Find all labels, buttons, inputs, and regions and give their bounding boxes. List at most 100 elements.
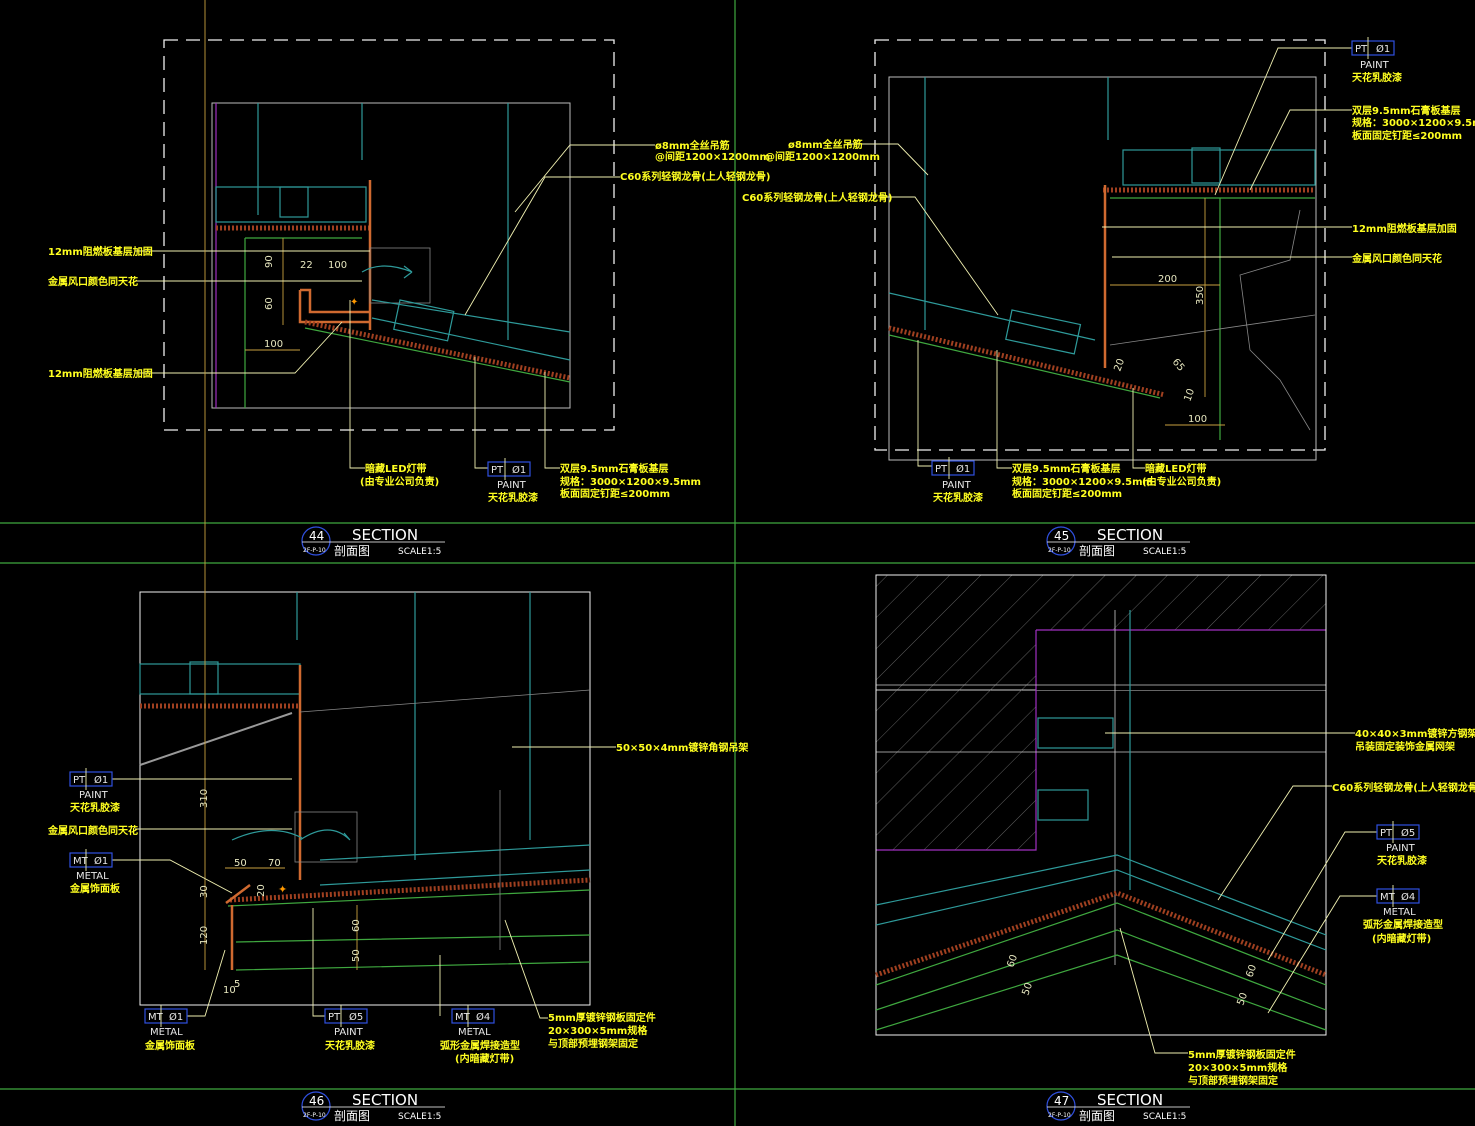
svg-text:天花乳胶漆: 天花乳胶漆 xyxy=(325,1039,375,1052)
annotation-text: 50×50×4mm镀锌角钢吊架 xyxy=(616,741,748,754)
detail-frame xyxy=(875,574,1327,1036)
material-tag-pt01: PT Ø1 PAINT 天花乳胶漆 xyxy=(487,458,538,504)
svg-text:Ø1: Ø1 xyxy=(94,774,108,786)
svg-text:44: 44 xyxy=(309,529,324,543)
material-tag-pt05: PT Ø5 PAINT 天花乳胶漆 xyxy=(324,1005,375,1052)
section-44: ✦ 90 22 100 60 100 ø8mm全丝吊筋 @间距1200×1200… xyxy=(47,39,770,558)
dimension-text: 100 xyxy=(264,339,283,350)
section-45: 200 350 65 20 10 100 双层9.5mm石膏板基层 规格：300… xyxy=(742,37,1475,558)
annotation-text: 暗藏LED灯带 xyxy=(365,462,427,475)
svg-text:SECTION: SECTION xyxy=(352,526,418,544)
svg-text:Ø1: Ø1 xyxy=(512,464,526,476)
svg-text:Ø5: Ø5 xyxy=(1401,827,1415,839)
annotation-text: 板面固定钉距≤200mm xyxy=(1012,487,1122,500)
detail-frame xyxy=(874,39,1326,451)
detail-frame xyxy=(139,591,591,1006)
annotation-text: 20×300×5mm规格 xyxy=(548,1024,648,1037)
dimension-text: 50 xyxy=(234,858,247,869)
svg-text:METAL: METAL xyxy=(1383,907,1416,918)
annotation-text: 金属风口颜色同天花 xyxy=(47,824,138,837)
dimension-text: 5 xyxy=(234,979,240,990)
annotation-text: 12mm阻燃板基层加固 xyxy=(48,367,153,380)
svg-text:PAINT: PAINT xyxy=(1360,60,1390,71)
svg-text:MT: MT xyxy=(1380,892,1396,903)
svg-text:PT: PT xyxy=(328,1012,341,1023)
svg-text:✦: ✦ xyxy=(278,883,287,896)
dimension-text: 200 xyxy=(1158,274,1177,285)
annotation-text: ø8mm全丝吊筋 xyxy=(655,139,730,152)
material-tag-mt01: MT Ø1 METAL 金属饰面板 xyxy=(69,849,121,895)
svg-text:Ø4: Ø4 xyxy=(476,1011,490,1023)
svg-text:剖面图: 剖面图 xyxy=(334,1109,370,1123)
annotation-text: 5mm厚镀锌钢板固定件 xyxy=(1188,1048,1296,1061)
detail-title-block: 46 2F-P-10 SECTION 剖面图 SCALE1:5 xyxy=(301,1091,445,1123)
annotation-text: 双层9.5mm石膏板基层 xyxy=(1352,104,1461,117)
svg-text:天花乳胶漆: 天花乳胶漆 xyxy=(1377,854,1427,867)
svg-text:(内暗藏灯带): (内暗藏灯带) xyxy=(455,1052,514,1065)
annotation-text: 12mm阻燃板基层加固 xyxy=(1352,222,1457,235)
dimension-text: 100 xyxy=(1188,414,1207,425)
svg-text:2F-P-10: 2F-P-10 xyxy=(1048,1112,1071,1119)
detail-title-block: 45 2F-P-10 SECTION 剖面图 SCALE1:5 xyxy=(1046,526,1190,558)
dimension-text: 90 xyxy=(264,255,275,268)
dimension-text: 60 xyxy=(1005,953,1020,969)
annotation-text: 与顶部预埋钢架固定 xyxy=(548,1037,638,1050)
material-tag-pt05: PT Ø5 PAINT 天花乳胶漆 xyxy=(1376,821,1427,867)
section-46: ✦ 310 50 70 30 20 120 60 50 10 5 金属风口颜色同… xyxy=(47,0,748,1123)
svg-text:Ø1: Ø1 xyxy=(1376,43,1390,55)
dimension-text: 50 xyxy=(351,949,362,962)
svg-text:金属饰面板: 金属饰面板 xyxy=(144,1039,196,1052)
svg-text:Ø4: Ø4 xyxy=(1401,891,1415,903)
svg-text:✦: ✦ xyxy=(350,297,358,308)
svg-text:PAINT: PAINT xyxy=(1386,843,1416,854)
annotation-text: 12mm阻燃板基层加固 xyxy=(48,245,153,258)
annotation-text: (由专业公司负责) xyxy=(360,475,439,488)
annotation-text: 暗藏LED灯带 xyxy=(1145,462,1207,475)
material-tag-pt01: PT Ø1 PAINT 天花乳胶漆 xyxy=(1351,37,1402,84)
svg-text:METAL: METAL xyxy=(76,871,109,882)
svg-text:PT: PT xyxy=(73,775,86,786)
svg-text:天花乳胶漆: 天花乳胶漆 xyxy=(1352,71,1402,84)
dimension-text: 350 xyxy=(1195,286,1206,305)
svg-text:弧形金属焊接造型: 弧形金属焊接造型 xyxy=(440,1039,520,1052)
svg-text:金属饰面板: 金属饰面板 xyxy=(69,882,121,895)
dimension-text: 60 xyxy=(351,919,362,932)
material-tag-mt04: MT Ø4 METAL 弧形金属焊接造型 (内暗藏灯带) xyxy=(440,1005,520,1065)
material-tag-pt01: PT Ø1 PAINT 天花乳胶漆 xyxy=(69,768,120,814)
svg-text:SCALE1:5: SCALE1:5 xyxy=(1143,1112,1186,1122)
dimension-text: 60 xyxy=(1244,963,1259,979)
annotation-text: 5mm厚镀锌钢板固定件 xyxy=(548,1011,656,1024)
svg-text:天花乳胶漆: 天花乳胶漆 xyxy=(70,801,120,814)
dimension-text: 100 xyxy=(328,260,347,271)
material-tag-mt01: MT Ø1 METAL 金属饰面板 xyxy=(144,1005,196,1052)
svg-text:Ø1: Ø1 xyxy=(956,463,970,475)
svg-text:天花乳胶漆: 天花乳胶漆 xyxy=(933,491,983,504)
dimension-text: 50 xyxy=(1235,991,1250,1007)
inner-boundary xyxy=(211,102,571,409)
svg-text:PAINT: PAINT xyxy=(334,1027,364,1038)
detail-title-block: 47 2F-P-10 SECTION 剖面图 SCALE1:5 xyxy=(1046,1091,1190,1123)
inner-boundary xyxy=(888,76,1317,461)
annotation-text: 20×300×5mm规格 xyxy=(1188,1061,1288,1074)
svg-text:45: 45 xyxy=(1054,529,1069,543)
svg-text:MT: MT xyxy=(148,1012,164,1023)
annotation-text: C60系列轻钢龙骨(上人轻钢龙骨) xyxy=(1332,781,1475,794)
svg-text:弧形金属焊接造型: 弧形金属焊接造型 xyxy=(1363,918,1443,931)
dimension-text: 60 xyxy=(264,297,275,310)
svg-text:Ø1: Ø1 xyxy=(169,1011,183,1023)
svg-text:剖面图: 剖面图 xyxy=(1079,544,1115,558)
svg-text:METAL: METAL xyxy=(458,1027,491,1038)
dimension-text: 20 xyxy=(1112,357,1127,373)
dimension-text: 10 xyxy=(223,985,236,996)
dimension-text: 10 xyxy=(1182,387,1197,403)
svg-text:SECTION: SECTION xyxy=(352,1091,418,1109)
annotation-text: 与顶部预埋钢架固定 xyxy=(1188,1074,1278,1087)
svg-text:MT: MT xyxy=(73,856,89,867)
svg-text:SECTION: SECTION xyxy=(1097,1091,1163,1109)
annotation-text: ø8mm全丝吊筋 xyxy=(788,138,863,151)
detail-title-block: 44 2F-P-10 SECTION 剖面图 SCALE1:5 xyxy=(301,526,445,558)
svg-text:SCALE1:5: SCALE1:5 xyxy=(398,547,441,557)
annotation-text: @间距1200×1200mm xyxy=(655,150,770,163)
annotation-text: 板面固定钉距≤200mm xyxy=(1352,129,1462,142)
annotation-text: 吊装固定装饰金属网架 xyxy=(1355,740,1455,753)
